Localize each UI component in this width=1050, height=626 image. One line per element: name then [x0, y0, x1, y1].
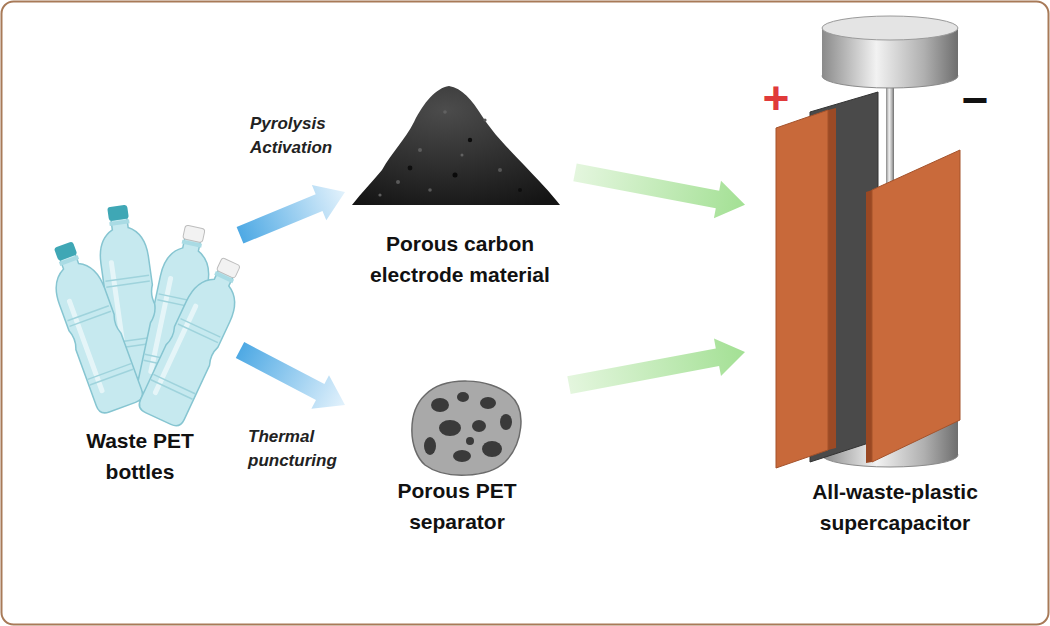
pet-bottles	[41, 236, 145, 415]
pet-bottles	[45, 249, 145, 416]
porous-separator	[412, 381, 521, 475]
porous-separator	[500, 414, 512, 430]
porous-separator	[424, 437, 436, 455]
illustration-node: Waste PET bottles	[40, 205, 240, 487]
carbon-pile	[468, 138, 472, 142]
supercapacitor	[776, 110, 828, 468]
node-caption: Porous carbon electrode material	[360, 229, 560, 290]
node-caption: Porous PET separator	[347, 476, 567, 537]
carbon-pile	[483, 118, 486, 121]
porous-separator	[472, 420, 486, 432]
carbon-pile	[396, 180, 400, 184]
node-caption: Waste PET bottles	[75, 426, 205, 487]
porous-separator	[439, 420, 461, 436]
supercapacitor	[828, 108, 836, 450]
supercapacitor	[872, 150, 960, 462]
process-label: Pyrolysis Activation	[250, 112, 375, 160]
porous-separator	[480, 397, 496, 409]
carbon-pile	[408, 166, 413, 171]
process-arrow	[567, 339, 745, 395]
polarity-sign: −	[962, 77, 989, 123]
porous-separator	[482, 441, 502, 457]
carbon-pile	[418, 148, 422, 152]
process-arrow	[237, 185, 345, 244]
carbon-pile	[461, 154, 464, 157]
illustration-node: Porous carbon electrode material	[345, 80, 575, 290]
carbon-pile	[453, 173, 458, 178]
porous-separator	[453, 450, 471, 462]
carbon-pile	[443, 110, 447, 114]
carbon-pile	[352, 86, 560, 205]
process-label: Thermal puncturing	[248, 425, 363, 473]
pet-bottles	[216, 257, 240, 278]
process-arrow	[573, 164, 745, 219]
pet-bottles	[136, 263, 247, 428]
pet-bottles	[183, 225, 205, 243]
carbon-pile	[428, 188, 432, 192]
carbon-pile	[518, 188, 522, 192]
pet-bottles	[107, 205, 129, 222]
process-arrow	[236, 342, 345, 409]
supercapacitor	[866, 190, 872, 463]
supercapacitor	[822, 16, 958, 40]
pet-bottles	[54, 241, 78, 261]
polarity-sign: +	[763, 75, 790, 121]
porous-separator	[431, 398, 449, 412]
illustration-node: All-waste-plastic supercapacitor	[745, 55, 1045, 538]
pet-bottles	[136, 252, 253, 429]
node-caption: All-waste-plastic supercapacitor	[775, 477, 1015, 538]
porous-separator	[412, 381, 521, 475]
carbon-pile	[378, 193, 381, 196]
pet-bottles	[41, 203, 253, 429]
carbon-pile	[352, 86, 560, 205]
supercapacitor	[776, 16, 960, 468]
illustration-node: Porous PET separator	[345, 378, 569, 537]
porous-separator	[457, 392, 469, 402]
carbon-pile	[498, 168, 502, 172]
porous-separator	[466, 437, 474, 445]
